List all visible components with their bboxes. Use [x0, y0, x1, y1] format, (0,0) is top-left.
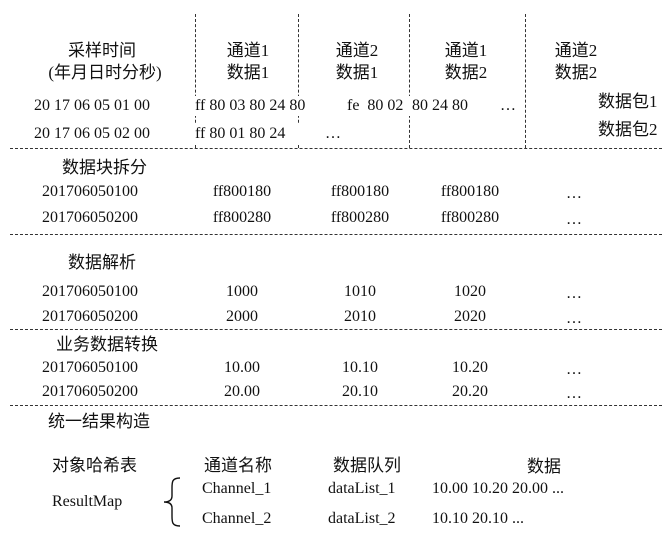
block-split-row-2-value-1: ff800280 — [212, 209, 272, 226]
result-entry-2-queue: dataList_2 — [328, 510, 396, 527]
packet-1-segment-2: fe 80 02 — [347, 97, 404, 114]
result-entry-1-queue: dataList_1 — [328, 480, 396, 497]
data-queue-header: 数据队列 — [333, 456, 401, 475]
conversion-row-1-ellipsis: … — [566, 361, 582, 378]
conversion-row-2-value-3: 20.20 — [452, 383, 488, 400]
packet-2-segment-1: ff 80 01 80 24 — [195, 125, 286, 142]
parsing-row-1-ellipsis: … — [566, 285, 582, 302]
block-split-row-2-value-3: ff800280 — [440, 209, 500, 226]
packet-1-segment-1: ff 80 03 80 24 80 — [195, 97, 306, 114]
conversion-row-2-time: 201706050200 — [42, 383, 138, 400]
column-header-4-line2: 数据2 — [554, 63, 598, 82]
column-header-2-line1: 通道2 — [335, 41, 379, 60]
section-divider-3 — [10, 329, 662, 330]
parsing-title: 数据解析 — [68, 253, 136, 272]
parsing-row-1-time: 201706050100 — [42, 283, 138, 300]
channel-name-header: 通道名称 — [204, 456, 272, 475]
packet-1-ellipsis: … — [500, 97, 516, 114]
column-divider-3 — [409, 14, 410, 148]
conversion-row-2-value-1: 20.00 — [224, 383, 260, 400]
result-title: 统一结果构造 — [48, 412, 150, 431]
conversion-row-1-value-1: 10.00 — [224, 359, 260, 376]
packet-1-segment-3: 80 24 80 — [412, 97, 468, 114]
result-entry-2-channel: Channel_2 — [202, 510, 272, 527]
sampling-time-header: 采样时间 — [68, 41, 136, 60]
conversion-row-1-value-3: 10.20 — [452, 359, 488, 376]
block-split-title: 数据块拆分 — [62, 158, 147, 177]
result-map-name: ResultMap — [52, 493, 123, 510]
section-divider-1 — [10, 148, 662, 149]
brace-icon — [163, 477, 181, 527]
column-header-1-line2: 数据1 — [226, 63, 270, 82]
packet-2-ellipsis: … — [325, 125, 341, 142]
divider-mask-row1 — [192, 96, 414, 116]
conversion-row-1-value-2: 10.10 — [342, 359, 378, 376]
column-header-4-line1: 通道2 — [554, 41, 598, 60]
parsing-row-1-value-2: 1010 — [344, 283, 376, 300]
block-split-row-1-value-3: ff800180 — [440, 183, 500, 200]
column-header-2-line2: 数据1 — [335, 63, 379, 82]
parsing-row-1-value-1: 1000 — [226, 283, 258, 300]
parsing-row-2-ellipsis: … — [566, 310, 582, 327]
parsing-row-2-time: 201706050200 — [42, 308, 138, 325]
block-split-row-2-value-2: ff800280 — [330, 209, 390, 226]
block-split-row-1-time: 201706050100 — [42, 183, 138, 200]
column-header-1-line1: 通道1 — [226, 41, 270, 60]
block-split-row-2-ellipsis: … — [566, 211, 582, 228]
block-split-row-1-value-2: ff800180 — [330, 183, 390, 200]
conversion-row-1-time: 201706050100 — [42, 359, 138, 376]
parsing-row-1-value-3: 1020 — [454, 283, 486, 300]
packet-2-time: 20 17 06 05 02 00 — [34, 125, 150, 142]
divider-mask-row2 — [192, 124, 304, 144]
packet-1-time: 20 17 06 05 01 00 — [34, 97, 150, 114]
column-header-3-line1: 通道1 — [444, 41, 488, 60]
block-split-row-1-ellipsis: … — [566, 185, 582, 202]
section-divider-2 — [10, 234, 662, 235]
block-split-row-2-time: 201706050200 — [42, 209, 138, 226]
sampling-time-format: (年月日时分秒) — [48, 63, 162, 82]
conversion-title: 业务数据转换 — [56, 335, 158, 354]
conversion-row-2-ellipsis: … — [566, 385, 582, 402]
result-entry-1-channel: Channel_1 — [202, 480, 272, 497]
conversion-row-2-value-2: 20.10 — [342, 383, 378, 400]
data-header: 数据 — [527, 457, 561, 476]
column-divider-2 — [298, 14, 299, 148]
column-header-3-line2: 数据2 — [444, 63, 488, 82]
section-divider-4 — [10, 405, 662, 406]
result-entry-2-data: 10.10 20.10 ... — [432, 510, 524, 527]
column-divider-4 — [525, 14, 526, 148]
parsing-row-2-value-2: 2010 — [344, 308, 376, 325]
packet-2-label: 数据包2 — [598, 120, 658, 139]
parsing-row-2-value-3: 2020 — [454, 308, 486, 325]
packet-1-label: 数据包1 — [598, 92, 658, 111]
block-split-row-1-value-1: ff800180 — [212, 183, 272, 200]
object-hash-table-label: 对象哈希表 — [52, 456, 137, 475]
result-entry-1-data: 10.00 10.20 20.00 ... — [432, 480, 564, 497]
column-divider-1 — [195, 14, 196, 148]
parsing-row-2-value-1: 2000 — [226, 308, 258, 325]
